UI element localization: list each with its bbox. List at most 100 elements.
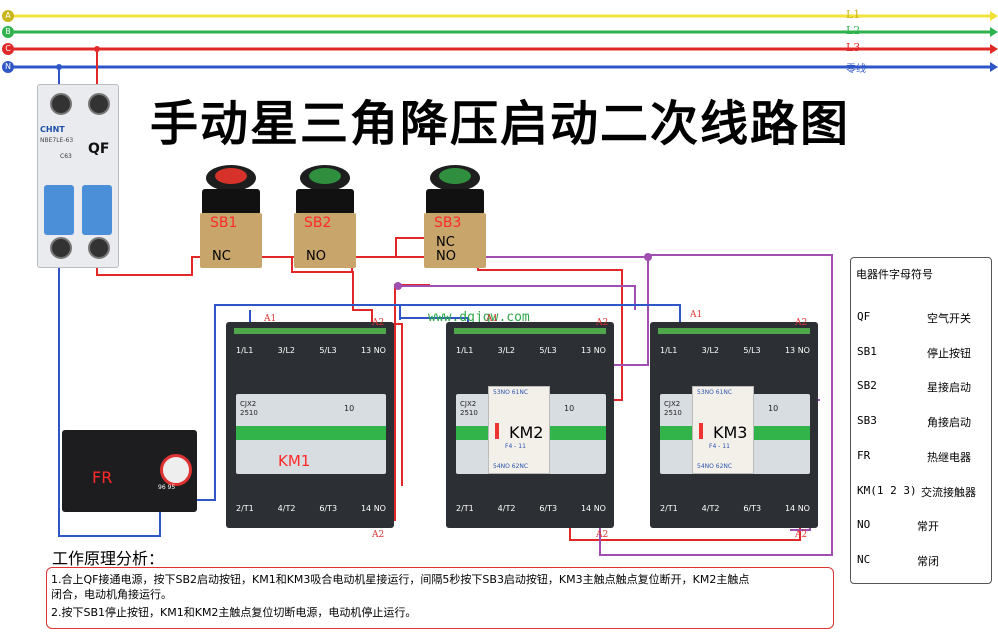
- legend-row: KM(1 2 3) 交流接触器: [857, 484, 976, 499]
- watermark: www.dgjqw.com: [428, 310, 530, 325]
- km1-label: KM1: [278, 452, 311, 470]
- km3-a1-label: A1: [690, 310, 703, 320]
- km3-term-label: 5/L3: [743, 346, 761, 355]
- sb3-contact-nc-label: NC: [436, 235, 455, 250]
- km2-term-label: 1/L1: [456, 346, 474, 355]
- legend-symbol: QF: [857, 310, 871, 323]
- legend-row: NC 常闭: [857, 553, 939, 568]
- km2-bottom-terminals: 2/T1 4/T2 6/T3 14 NO: [456, 504, 606, 513]
- contactor-km1: 1/L1 3/L2 5/L3 13 NO CJX2 2510 10 KM1 2/…: [226, 322, 394, 528]
- km3-aux-bottom: 54NO 62NC: [697, 463, 733, 470]
- km1-bottom-terminals: 2/T1 4/T2 6/T3 14 NO: [236, 504, 386, 513]
- legend-symbol: SB3: [857, 414, 877, 427]
- km3-term-label: 1/L1: [660, 346, 678, 355]
- legend-symbol: KM(1 2 3): [857, 484, 917, 497]
- km1-a2-bottom-label: A2: [372, 530, 385, 540]
- breaker-model: NBE7LE-63: [40, 137, 74, 144]
- legend-desc: 常开: [917, 520, 939, 533]
- button-sb2: SB2 NO: [294, 165, 356, 270]
- breaker-qf: CHNT NBE7LE-63 QF C63: [37, 84, 119, 268]
- breaker-terminal-n-bottom: [50, 237, 72, 259]
- bus-label-l1: L1: [846, 8, 861, 21]
- km2-a2-bottom-label: A2: [596, 530, 609, 540]
- sb3-contact-no-label: NO: [436, 249, 456, 264]
- km2-a1-label: A1: [486, 314, 499, 324]
- sb3-label: SB3: [434, 215, 462, 231]
- legend-symbol: NC: [857, 553, 871, 566]
- legend-row: NO 常开: [857, 518, 939, 533]
- legend-symbol: FR: [857, 449, 871, 462]
- km3-model: CJX2 2510: [664, 400, 682, 417]
- page-title: 手动星三角降压启动二次线路图: [150, 96, 851, 152]
- km1-term-label: 6/T3: [319, 504, 338, 513]
- km3-aux-mid: F4 - 11: [709, 443, 730, 450]
- km2-term-label: 2/T1: [456, 504, 474, 513]
- km2-code: 10: [564, 404, 575, 413]
- km1-code: 10: [344, 404, 355, 413]
- km1-term-label: 13 NO: [360, 346, 386, 355]
- sb2-label: SB2: [304, 215, 332, 231]
- km3-term-label: 14 NO: [784, 504, 810, 513]
- legend-desc: 常闭: [917, 555, 939, 568]
- legend-symbol: SB2: [857, 379, 877, 392]
- legend-desc: 星接启动: [927, 381, 971, 394]
- km2-model: CJX2 2510: [460, 400, 478, 417]
- km2-term-label: 6/T3: [539, 504, 558, 513]
- fr-label: FR: [92, 468, 113, 487]
- analysis-line: 闭合，电动机角接运行。: [51, 588, 172, 601]
- km2-term-label: 5/L3: [539, 346, 557, 355]
- analysis-line: 2.按下SB1停止按钮，KM1和KM2主触点复位切断电源，电动机停止运行。: [51, 606, 417, 619]
- km1-term-label: 14 NO: [360, 504, 386, 513]
- bus-marker-n: N: [2, 61, 14, 73]
- breaker-toggle-left: [44, 185, 74, 235]
- sb2-cap-icon: [309, 168, 341, 184]
- sb1-cap-icon: [215, 168, 247, 184]
- bus-label-l2: L2: [846, 24, 861, 37]
- legend-desc: 交流接触器: [921, 486, 976, 499]
- breaker-terminal-l-top: [88, 93, 110, 115]
- sb2-contact-label: NO: [306, 249, 326, 264]
- km1-term-label: 3/L2: [277, 346, 295, 355]
- km2-term-label: 13 NO: [580, 346, 606, 355]
- bus-label-n: 零线: [846, 64, 866, 75]
- bus-marker-b: B: [2, 26, 14, 38]
- analysis-title: 工作原理分析：: [52, 549, 165, 568]
- sb1-label: SB1: [210, 215, 238, 231]
- legend-desc: 热继电器: [927, 451, 971, 464]
- breaker-terminal-n-top: [50, 93, 72, 115]
- km2-aux-bottom: 54NO 62NC: [493, 463, 529, 470]
- overload-relay-fr: FR 96 95: [62, 430, 197, 512]
- legend-row: SB2 星接启动: [857, 379, 971, 394]
- breaker-brand: CHNT: [40, 125, 65, 134]
- km2-term-label: 4/T2: [497, 504, 516, 513]
- km3-aux-block: 53NO 61NC KM3 F4 - 11 54NO 62NC: [692, 386, 754, 474]
- fr-terminal-label: 96 95: [158, 484, 176, 491]
- km1-a2-label: A2: [372, 318, 385, 328]
- km3-term-label: 6/T3: [743, 504, 762, 513]
- breaker-qf-label: QF: [88, 141, 110, 157]
- km1-model: CJX2 2510: [240, 400, 258, 417]
- km1-term-label: 4/T2: [277, 504, 296, 513]
- km3-code: 10: [768, 404, 779, 413]
- km1-term-label: 2/T1: [236, 504, 254, 513]
- analysis-line: 1.合上QF接通电源，按下SB2启动按钮，KM1和KM3吸合电动机星接运行，间隔…: [51, 573, 750, 586]
- km3-a2-label: A2: [795, 318, 808, 328]
- km3-aux-top: 53NO 61NC: [697, 389, 733, 396]
- km1-term-label: 5/L3: [319, 346, 337, 355]
- km3-term-label: 3/L2: [701, 346, 719, 355]
- km2-top-terminals: 1/L1 3/L2 5/L3 13 NO: [456, 346, 606, 355]
- km2-aux-mid: F4 - 11: [505, 443, 526, 450]
- breaker-terminal-l-bottom: [88, 237, 110, 259]
- contactor-km2: 1/L1 3/L2 5/L3 13 NO CJX2 2510 10 53NO 6…: [446, 322, 614, 528]
- legend-title: 电器件字母符号: [856, 268, 933, 281]
- km3-term-label: 2/T1: [660, 504, 678, 513]
- legend-symbol: NO: [857, 518, 871, 531]
- km2-term-label: 14 NO: [580, 504, 606, 513]
- analysis-box: 1.合上QF接通电源，按下SB2启动按钮，KM1和KM3吸合电动机星接运行，间隔…: [46, 567, 834, 629]
- breaker-rating: C63: [60, 153, 72, 160]
- legend-desc: 角接启动: [927, 416, 971, 429]
- blue-wires: [58, 244, 681, 537]
- legend-desc: 空气开关: [927, 312, 971, 325]
